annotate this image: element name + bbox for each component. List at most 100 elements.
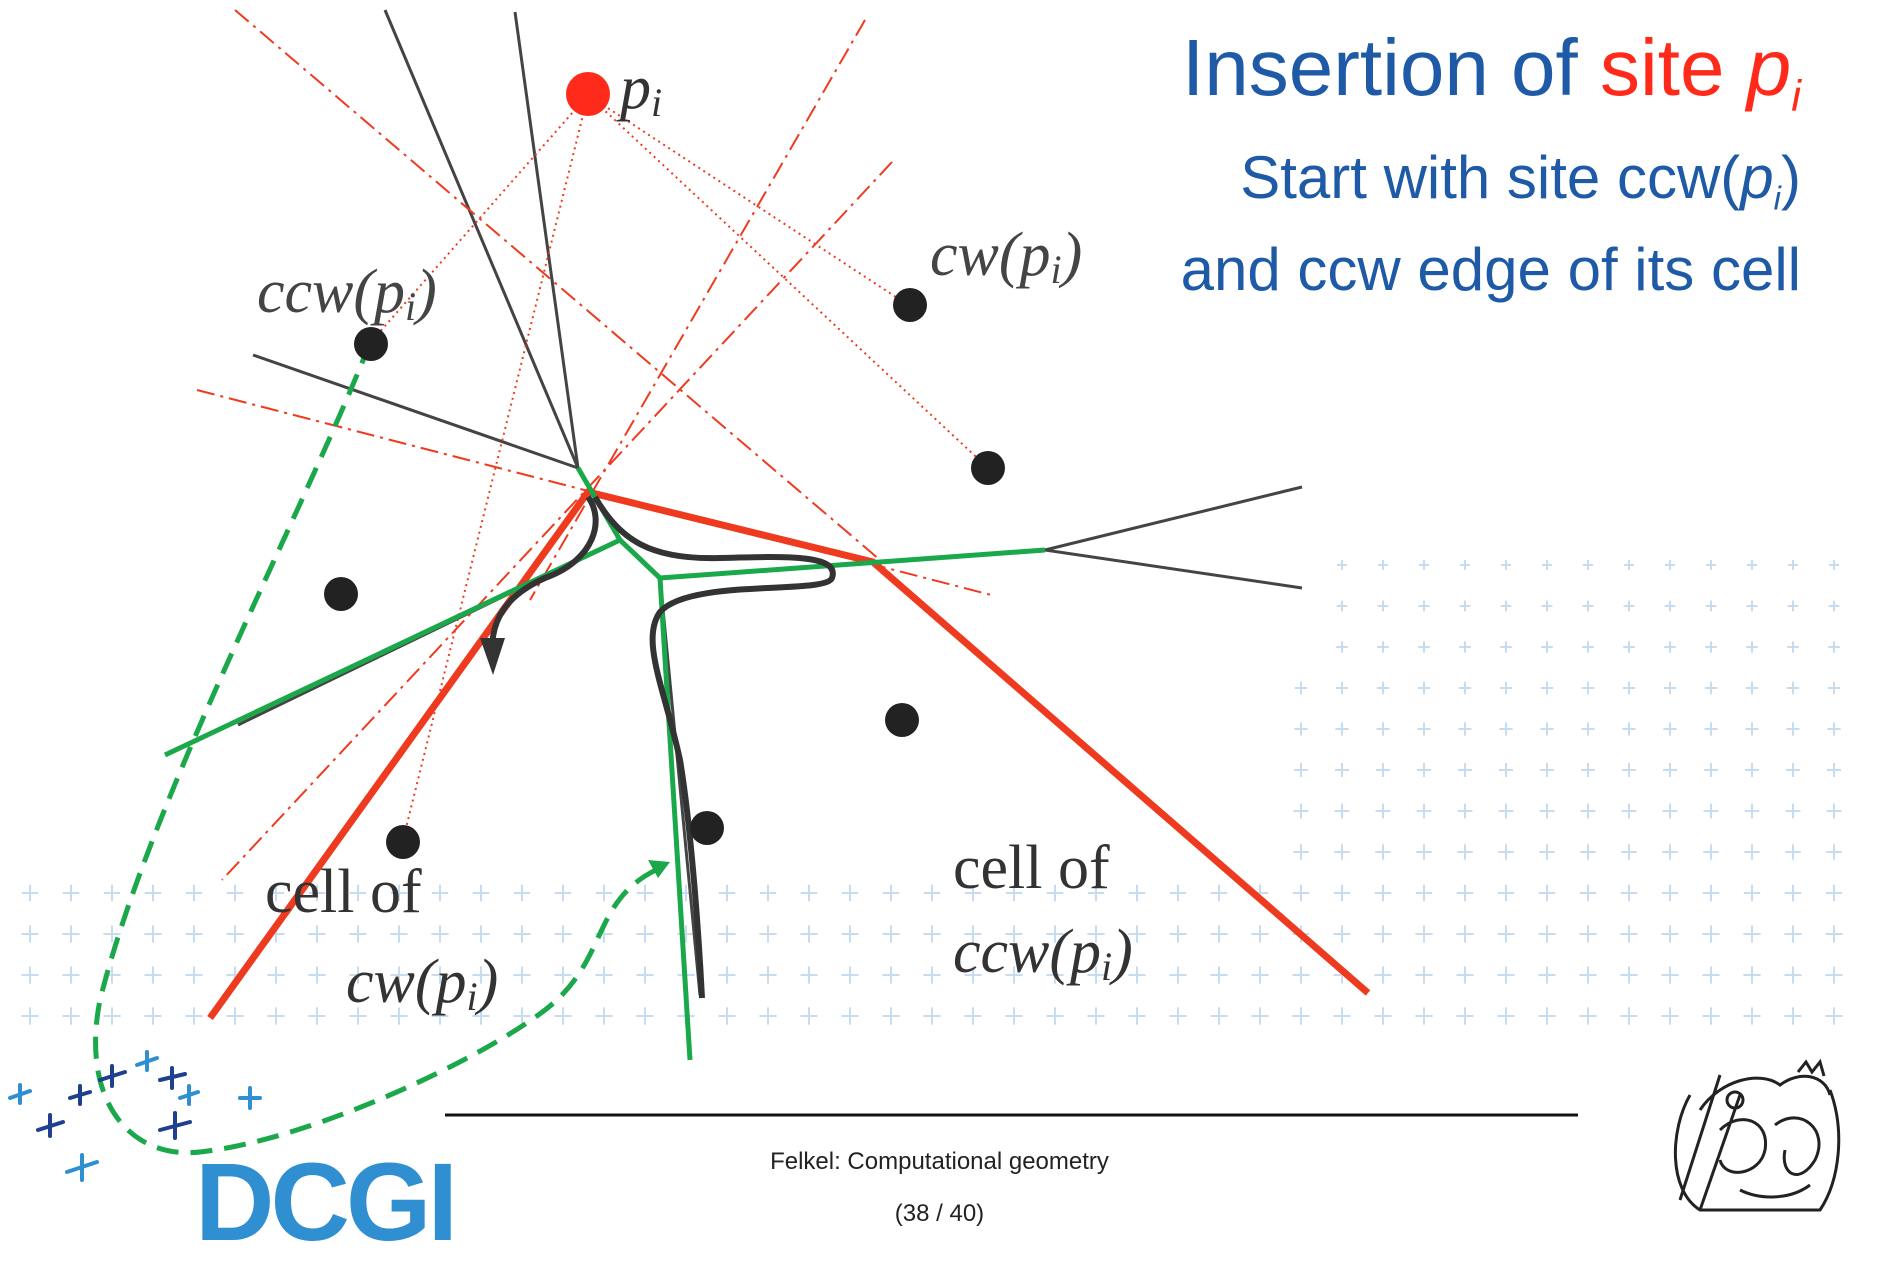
grid-plus <box>1827 804 1842 819</box>
grid-plus <box>1456 925 1473 942</box>
grid-plus <box>1705 641 1717 653</box>
grid-plus <box>1415 925 1432 942</box>
grid-plus <box>226 1007 243 1024</box>
grid-plus <box>1579 966 1596 983</box>
bisector-lines <box>197 10 995 880</box>
grid-plus <box>1501 601 1512 612</box>
university-emblem <box>1660 1062 1840 1222</box>
grid-plus <box>1784 925 1801 942</box>
site <box>324 577 358 611</box>
grid-plus <box>1705 682 1717 694</box>
grid-plus <box>882 925 899 942</box>
label-pi: pi <box>616 54 662 125</box>
grid-plus <box>759 966 776 983</box>
grid-plus <box>267 1007 284 1024</box>
grid-plus <box>308 925 325 942</box>
grid-plus <box>1087 1007 1104 1024</box>
grid-plus <box>1665 560 1675 570</box>
voronoi-edge <box>515 12 578 468</box>
subtitle-line-2: and ccw edge of its cell <box>1181 240 1801 300</box>
grid-plus <box>1788 601 1799 612</box>
grid-plus <box>1418 682 1430 694</box>
grid-plus <box>636 966 653 983</box>
grid-plus <box>1704 763 1718 777</box>
grid-plus <box>1788 560 1798 570</box>
grid-plus <box>1622 763 1636 777</box>
title-prefix: Insertion of <box>1182 23 1600 112</box>
connector-line <box>588 95 908 305</box>
grid-plus <box>554 966 571 983</box>
grid-plus <box>924 885 940 901</box>
grid-plus <box>1744 844 1760 860</box>
grid-plus <box>1583 560 1593 570</box>
grid-plus <box>1663 804 1678 819</box>
label-cell-of-ccw: cell of <box>953 834 1110 902</box>
grid-plus <box>308 966 325 983</box>
grid-plus <box>1663 763 1677 777</box>
label-cw-pi: cw(pi) <box>930 221 1082 292</box>
grid-plus <box>1334 844 1350 860</box>
grid-plus <box>1539 885 1555 901</box>
grid-plus <box>185 1007 202 1024</box>
grid-plus <box>1622 804 1637 819</box>
grid-plus <box>1337 601 1348 612</box>
grid-plus <box>1621 885 1637 901</box>
grid-plus <box>1335 763 1349 777</box>
grid-plus <box>1665 601 1676 612</box>
grid-plus <box>1743 966 1760 983</box>
grid-plus <box>1704 722 1717 735</box>
grid-plus <box>1662 844 1678 860</box>
grid-plus <box>432 885 448 901</box>
grid-plus <box>1374 966 1391 983</box>
grid-plus <box>1661 966 1678 983</box>
grid-plus <box>1538 925 1555 942</box>
grid-plus <box>1829 560 1839 570</box>
grid-plus <box>1333 1007 1350 1024</box>
grid-plus <box>1579 925 1596 942</box>
grid-plus <box>964 1007 981 1024</box>
grid-plus <box>1622 722 1635 735</box>
grid-plus <box>1456 1007 1473 1024</box>
grid-plus <box>1251 1007 1268 1024</box>
grid-plus <box>22 885 38 901</box>
grid-plus <box>554 925 571 942</box>
grid-plus <box>1826 885 1842 901</box>
grid-plus <box>1294 804 1309 819</box>
grid-plus <box>267 966 284 983</box>
grid-plus <box>1744 885 1760 901</box>
grid-plus <box>1336 682 1348 694</box>
grid-plus <box>1415 1007 1432 1024</box>
grid-plus <box>1786 722 1799 735</box>
grid-plus <box>1419 560 1429 570</box>
grid-plus <box>144 1007 161 1024</box>
grid-plus <box>1295 682 1307 694</box>
grid-plus <box>21 1007 38 1024</box>
grid-plus <box>1418 641 1430 653</box>
grid-plus <box>1251 925 1268 942</box>
grid-plus <box>144 925 161 942</box>
grid-plus <box>1460 601 1471 612</box>
grid-plus <box>1294 722 1307 735</box>
grid-plus <box>1376 804 1391 819</box>
grid-plus <box>1582 641 1594 653</box>
grid-plus <box>1786 804 1801 819</box>
grid-plus <box>1827 763 1841 777</box>
grid-plus <box>637 885 653 901</box>
grid-plus <box>21 966 38 983</box>
grid-plus <box>1497 925 1514 942</box>
grid-plus <box>1703 844 1719 860</box>
grid-plus <box>1293 844 1309 860</box>
grid-plus <box>1664 641 1676 653</box>
grid-plus <box>1784 1007 1801 1024</box>
grid-plus <box>1745 763 1759 777</box>
grid-plus <box>801 885 817 901</box>
grid-plus <box>1580 885 1596 901</box>
grid-plus <box>1582 682 1594 694</box>
grid-plus <box>1663 722 1676 735</box>
grid-plus <box>1210 925 1227 942</box>
grid-plus <box>1826 844 1842 860</box>
grid-plus <box>1620 966 1637 983</box>
grid-plus <box>185 966 202 983</box>
grid-plus <box>1497 1007 1514 1024</box>
grid-plus <box>1825 925 1842 942</box>
